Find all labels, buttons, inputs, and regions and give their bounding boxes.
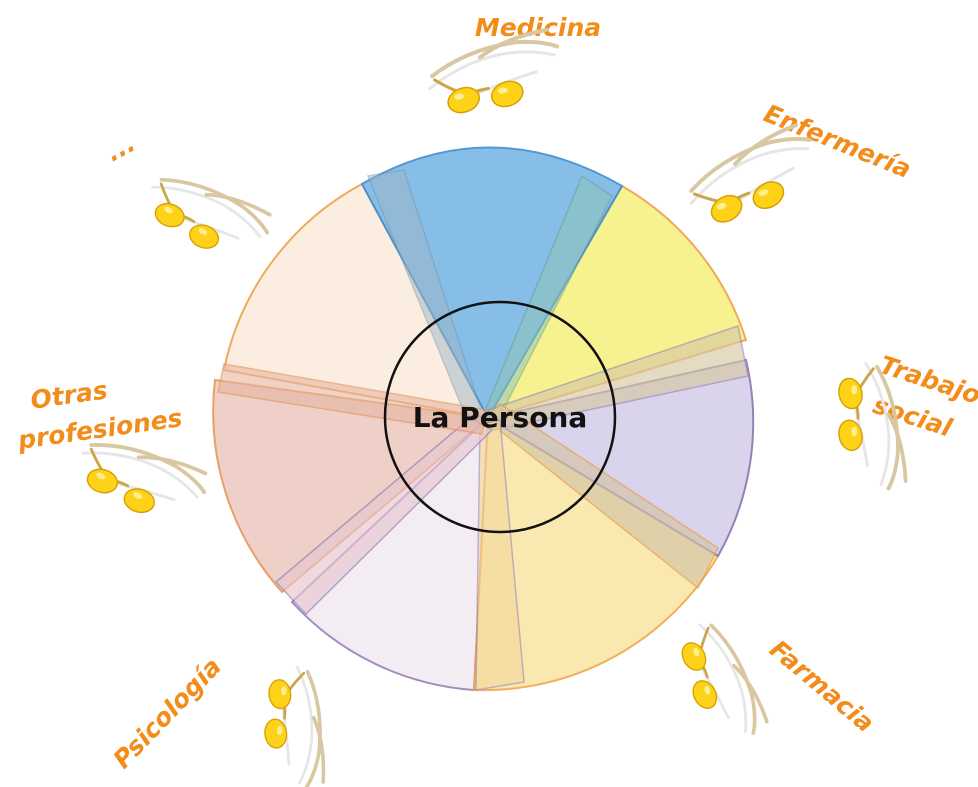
glasses-icon (255, 662, 337, 787)
sector-psicologia (290, 415, 490, 692)
label-more: ... (101, 128, 140, 167)
label-farmacia: Farmacia (764, 634, 880, 738)
glasses-icon (135, 152, 278, 278)
wheel: La Persona (212, 146, 755, 692)
label-otras-profesiones: Otras profesiones (15, 375, 184, 455)
center-circle (383, 300, 617, 534)
glasses-icon (676, 120, 829, 235)
label-medicina: Medicina (475, 13, 601, 42)
center-label: La Persona (413, 401, 588, 434)
sector-otras (212, 378, 491, 594)
label-psicologia: Psicología (107, 652, 226, 774)
band-4 (482, 403, 719, 590)
band-7 (217, 363, 487, 435)
glasses-icon (671, 612, 771, 749)
band-5 (475, 419, 525, 691)
band-6 (274, 417, 494, 616)
glasses-icon (421, 26, 567, 122)
sector-more (222, 182, 490, 420)
sector-medicina (360, 146, 624, 421)
svg-text:Otras: Otras (29, 375, 110, 414)
sector-enfermeria (485, 184, 748, 420)
